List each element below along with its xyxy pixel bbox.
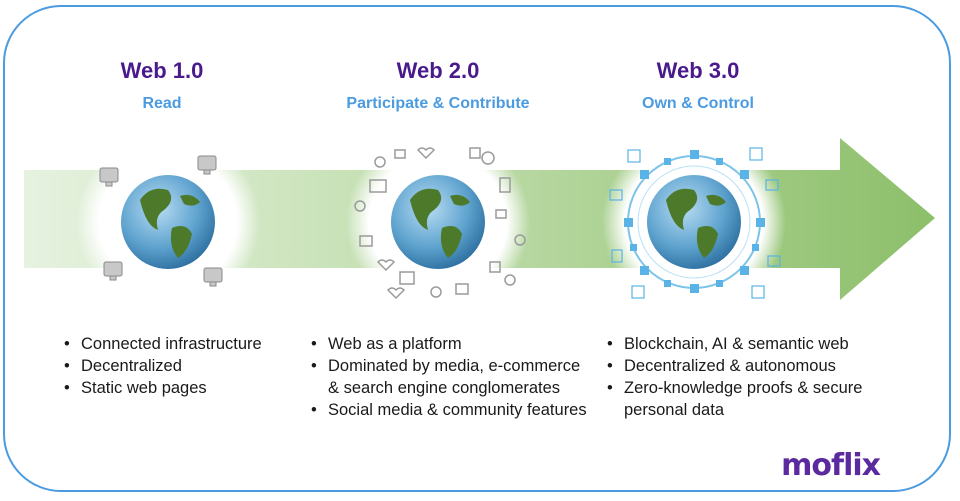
web2-bullet-list: Web as a platform Dominated by media, e-… — [311, 333, 587, 421]
web2-globe-group — [346, 132, 530, 312]
web2-bullet: Dominated by media, e-commerce — [311, 355, 587, 377]
web3-bullet: Zero-knowledge proofs & secure — [607, 377, 862, 399]
moflix-logo: moflix — [781, 448, 881, 483]
web2-bullet-continuation: & search engine conglomerates — [328, 379, 561, 397]
web1-subtitle: Read — [142, 95, 182, 112]
web3-subtitle: Own & Control — [642, 95, 754, 112]
web2-title: Web 2.0 — [396, 58, 480, 83]
web1-title: Web 1.0 — [120, 58, 204, 83]
web3-bullet-continuation: personal data — [624, 401, 724, 419]
web2-bullet: Web as a platform — [311, 333, 587, 355]
web2-subtitle: Participate & Contribute — [346, 95, 530, 112]
web3-title: Web 3.0 — [656, 58, 740, 83]
web1-bullet: Static web pages — [64, 377, 262, 399]
web3-bullet-list: Blockchain, AI & semantic web Decentrali… — [607, 333, 862, 421]
web1-bullet: Connected infrastructure — [64, 333, 262, 355]
web3-bullet: Blockchain, AI & semantic web — [607, 333, 862, 355]
web1-globe-group — [76, 132, 260, 312]
web1-bullet: Decentralized — [64, 355, 262, 377]
web3-globe-group — [602, 132, 786, 312]
web1-bullet-list: Connected infrastructure Decentralized S… — [64, 333, 262, 399]
web2-bullet: Social media & community features — [311, 399, 587, 421]
web3-bullet: Decentralized & autonomous — [607, 355, 862, 377]
